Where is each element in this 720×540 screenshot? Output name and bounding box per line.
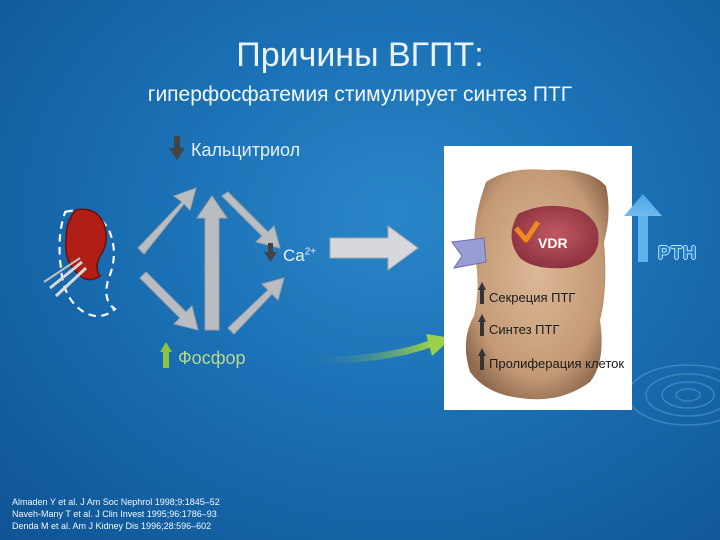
ripple-decoration	[627, 364, 720, 426]
secretion-up-arrow	[478, 282, 486, 304]
kidney-icon	[43, 208, 117, 318]
calcium-symbol: Ca	[283, 246, 305, 265]
membrane-receptor-icon	[451, 237, 487, 269]
references: Almaden Y et al. J Am Soc Nephrol 1998;9…	[12, 496, 220, 532]
calcitriol-down-arrow	[169, 136, 185, 160]
pth-label: PTH	[658, 243, 697, 263]
reference-item: Almaden Y et al. J Am Soc Nephrol 1998;9…	[12, 497, 220, 507]
vdr-label: VDR	[538, 235, 568, 251]
calcium-charge: 2+	[304, 246, 317, 258]
calcitriol-label: Кальцитриол	[191, 140, 301, 160]
ca-down-arrow	[264, 243, 277, 262]
slide-title: Причины ВГПТ:	[236, 36, 484, 74]
pth-up-arrow	[624, 194, 662, 262]
vdr-receptor-icon	[514, 220, 541, 243]
reference-item: Naveh-Many T et al. J Clin Invest 1995;9…	[12, 509, 217, 519]
cycle-arrows	[137, 187, 285, 335]
secretion-label: Секреция ПТГ	[489, 290, 576, 305]
phosphor-up-arrow	[160, 342, 172, 368]
slide-subtitle: гиперфосфатемия стимулирует синтез ПТГ	[147, 83, 573, 106]
reference-item: Denda M et al. Am J Kidney Dis 1996;28:5…	[12, 521, 212, 531]
cell-nucleus	[511, 205, 599, 269]
proliferation-label: Пролиферация клеток	[489, 356, 625, 371]
proliferation-up-arrow	[478, 348, 486, 370]
synthesis-up-arrow	[478, 314, 486, 336]
calcium-label: Ca2+	[283, 246, 316, 266]
block-arrow	[329, 225, 419, 271]
green-curved-arrow	[299, 334, 452, 364]
phosphor-label: Фосфор	[178, 348, 246, 368]
synthesis-label: Синтез ПТГ	[489, 322, 560, 337]
